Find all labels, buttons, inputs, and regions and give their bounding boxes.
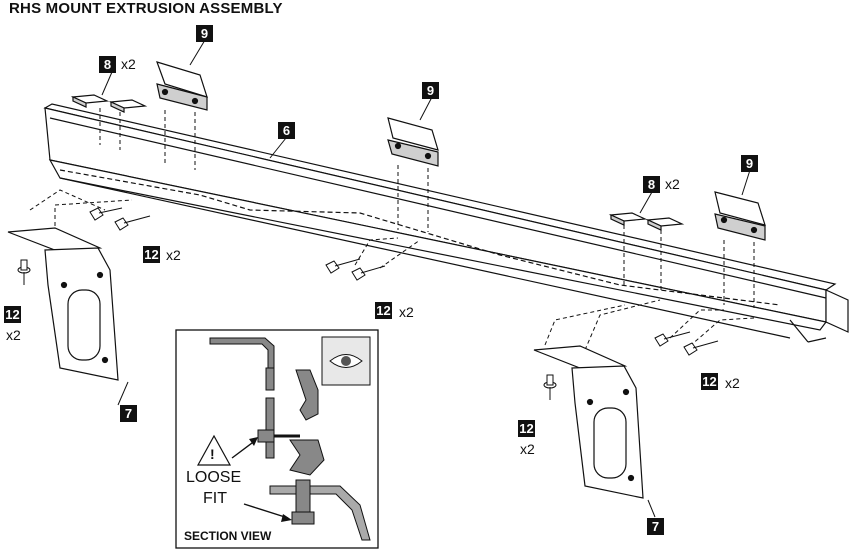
bolt-12-b — [114, 215, 151, 231]
bolt-12-a — [89, 207, 123, 221]
callout-7-right: 7 — [647, 518, 664, 535]
bolt-12-h — [543, 374, 557, 400]
callout-7-left: 7 — [120, 405, 137, 422]
section-view-caption: SECTION VIEW — [184, 529, 272, 543]
callout-12-d: 12 — [4, 306, 21, 323]
bolt-12-d — [351, 265, 386, 281]
bracket-9-middle — [387, 117, 439, 167]
callout-9-left: 9 — [196, 25, 213, 42]
qty-12-c: x2 — [725, 375, 740, 391]
qty-12-e: x2 — [520, 441, 535, 457]
mount-plate-7-right — [533, 345, 644, 499]
bolts-12 — [17, 207, 719, 400]
qty-12-d: x2 — [6, 327, 21, 343]
callout-12-e: 12 — [518, 420, 535, 437]
warning-glyph: ! — [210, 446, 215, 462]
warning-icon — [196, 434, 232, 466]
fit-label: FIT — [203, 490, 227, 507]
qty-8-left: x2 — [121, 56, 136, 72]
callout-9-right: 9 — [741, 155, 758, 172]
bracket-9-left — [156, 61, 208, 111]
callout-9-middle: 9 — [422, 82, 439, 99]
qty-8-right: x2 — [665, 176, 680, 192]
bolt-12-g — [17, 259, 31, 285]
callout-12-a: 12 — [143, 246, 160, 263]
loose-label: LOOSE — [186, 469, 242, 486]
bracket-9-right — [714, 191, 766, 241]
eye-icon — [321, 336, 371, 386]
callout-8-right: 8 — [643, 176, 660, 193]
bolt-12-e — [654, 331, 691, 347]
extrusion-rail — [43, 103, 849, 343]
qty-12-b: x2 — [399, 304, 414, 320]
section-view-box — [175, 329, 379, 549]
assembly-guide-lines — [29, 108, 755, 351]
bolt-12-c — [325, 258, 361, 274]
leader-lines — [101, 39, 751, 518]
callout-12-b: 12 — [375, 302, 392, 319]
callout-8-left: 8 — [99, 56, 116, 73]
callout-12-c: 12 — [701, 373, 718, 390]
callout-6: 6 — [278, 122, 295, 139]
title: RHS MOUNT EXTRUSION ASSEMBLY — [9, 0, 283, 17]
mount-plate-7-left — [7, 227, 119, 381]
bolt-12-f — [683, 340, 719, 356]
qty-12-a: x2 — [166, 247, 181, 263]
